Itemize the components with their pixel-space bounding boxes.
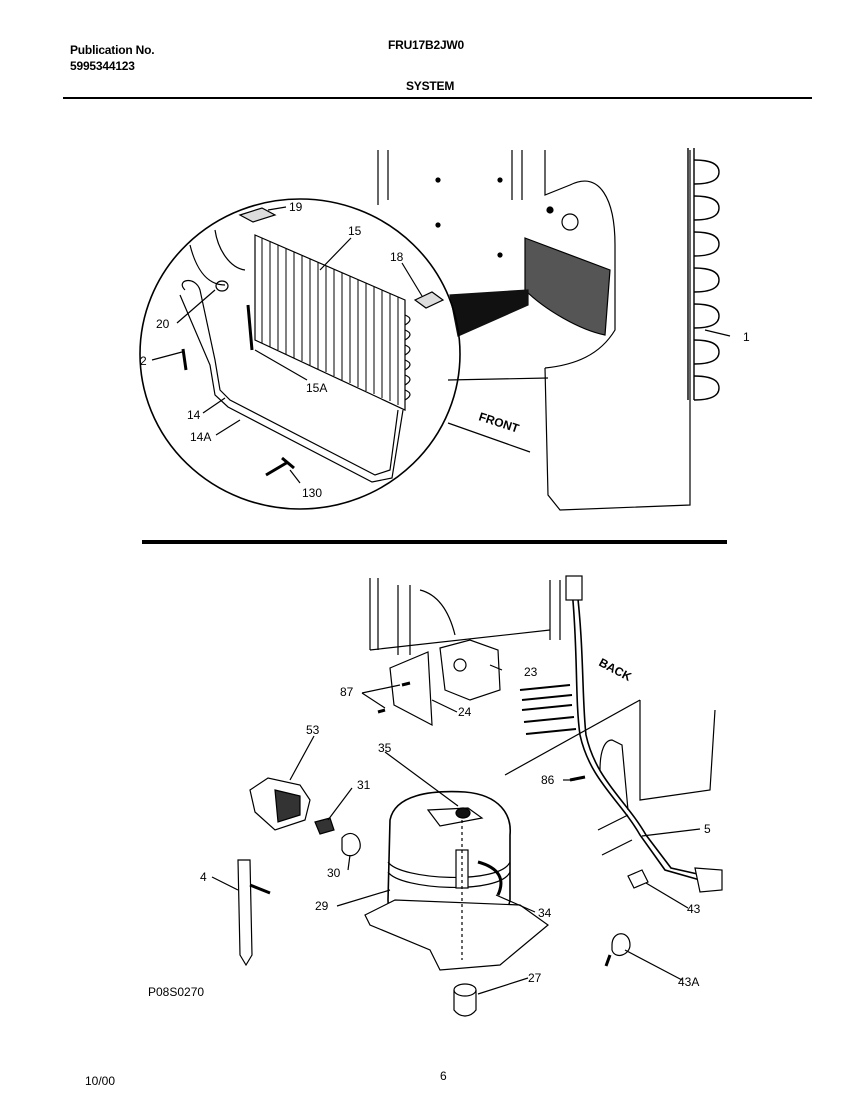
- callout-18: 18: [390, 250, 404, 264]
- part-18-pad: [413, 291, 445, 309]
- callout-2: 2: [140, 354, 147, 368]
- part-31-clip: [314, 817, 335, 835]
- callout-35: 35: [378, 741, 392, 755]
- part-30-protector: [341, 833, 361, 857]
- callout-20: 20: [156, 317, 170, 331]
- cabinet-back-drawing: [369, 578, 716, 801]
- part-5-harness: [571, 589, 701, 881]
- callout-15a: 15A: [306, 381, 327, 395]
- callout-1: 1: [743, 330, 750, 344]
- callout-19: 19: [289, 200, 303, 214]
- callout-4: 4: [200, 870, 207, 884]
- cabinet-interior-drawing: [377, 148, 720, 511]
- part-130-screw: [265, 456, 295, 477]
- model-number: FRU17B2JW0: [388, 38, 465, 52]
- part-19-pad: [238, 207, 277, 223]
- callout-14a: 14A: [190, 430, 211, 444]
- callout-15: 15: [348, 224, 362, 238]
- suction-line-tubing: [181, 280, 399, 476]
- part-24-bracket: [389, 651, 433, 727]
- part-2-clip: [181, 348, 188, 371]
- callout-130: 130: [302, 486, 322, 500]
- part-23-defrost-timer: [439, 639, 501, 701]
- section-divider: [142, 540, 727, 544]
- callout-43: 43: [687, 902, 701, 916]
- section-title: SYSTEM: [406, 79, 455, 93]
- callout-87: 87: [340, 685, 354, 699]
- callout-30: 30: [327, 866, 341, 880]
- callout-53: 53: [306, 723, 320, 737]
- evaporator-coil: [254, 234, 411, 411]
- part-4-drier: [237, 859, 253, 967]
- revision-date: 10/00: [85, 1074, 116, 1088]
- callout-29: 29: [315, 899, 329, 913]
- callout-5: 5: [704, 822, 711, 836]
- front-label: FRONT: [477, 410, 521, 436]
- callout-27: 27: [528, 971, 542, 985]
- publication-label: Publication No.: [70, 43, 155, 57]
- callout-23: 23: [524, 665, 538, 679]
- compressor: [364, 790, 549, 971]
- callout-86: 86: [541, 773, 555, 787]
- callout-24: 24: [458, 705, 472, 719]
- callout-14: 14: [187, 408, 201, 422]
- callout-43a: 43A: [678, 975, 699, 989]
- page-number: 6: [440, 1069, 447, 1083]
- drawing-code: P08S0270: [148, 985, 205, 999]
- callout-31: 31: [357, 778, 371, 792]
- part-27-grommet: [453, 983, 477, 997]
- part-43-clip: [627, 869, 649, 889]
- part-43A-strap: [611, 933, 631, 957]
- back-label: BACK: [597, 655, 634, 684]
- callout-34: 34: [538, 906, 552, 920]
- publication-number: 5995344123: [70, 59, 135, 73]
- header-rule: [63, 97, 812, 99]
- detail-magnifier-circle: [139, 198, 461, 510]
